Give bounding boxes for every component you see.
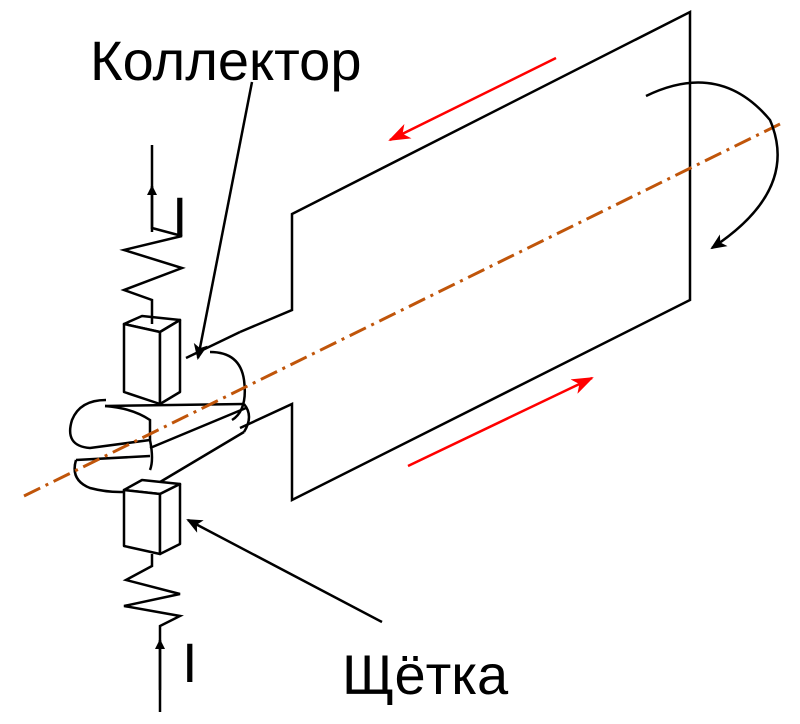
lead-wire-top (119, 145, 186, 324)
current-label-bottom: I (182, 631, 198, 694)
brush-leader (186, 518, 383, 624)
brush-bottom (122, 478, 182, 556)
brush-label: Щётка (342, 643, 509, 706)
commutator-back (209, 350, 246, 422)
curved-arrow-icon (645, 81, 779, 250)
arrow-icon (407, 376, 594, 468)
rotation-axis (23, 122, 781, 498)
arrow-icon (388, 56, 557, 142)
brush-top (122, 314, 182, 406)
lead-wire-bottom (122, 554, 184, 712)
commutator-leader (193, 81, 254, 360)
armature-coil (239, 9, 692, 503)
commutator-label: Коллектор (90, 29, 361, 92)
current-label-top: I (172, 185, 188, 248)
